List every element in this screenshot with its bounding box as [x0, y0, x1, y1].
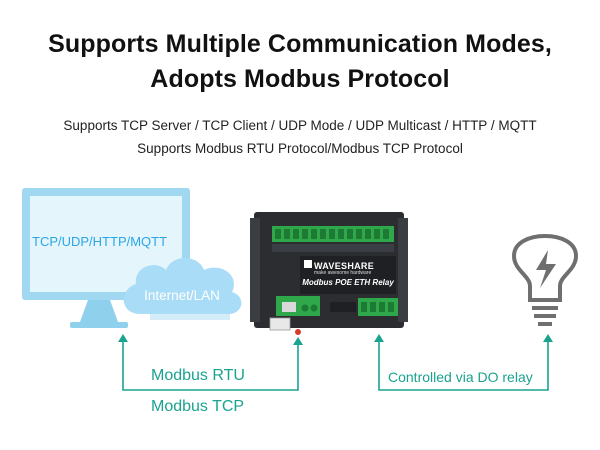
monitor-label: TCP/UDP/HTTP/MQTT [32, 234, 168, 249]
arrow-heads [118, 334, 553, 345]
cloud-icon [123, 258, 242, 320]
page-title-line1: Supports Multiple Communication Modes, [48, 30, 552, 58]
lightbulb-icon [511, 233, 579, 326]
subtitle-modes: Supports TCP Server / TCP Client / UDP M… [63, 118, 537, 133]
device-name: Modbus POE ETH Relay [302, 278, 394, 287]
subtitle-protocols: Supports Modbus RTU Protocol/Modbus TCP … [137, 141, 463, 156]
device-brand: WAVESHARE [314, 261, 375, 271]
relay-device-icon [250, 212, 408, 335]
cloud-label: Internet/LAN [144, 288, 220, 303]
connection-lines [122, 340, 549, 391]
protocol-rtu-label: Modbus RTU [151, 367, 245, 384]
protocol-tcp-label: Modbus TCP [151, 398, 245, 415]
relay-control-label: Controlled via DO relay [388, 369, 533, 385]
device-tagline: make awesome hardware [314, 270, 372, 276]
page-title-line2: Adopts Modbus Protocol [150, 65, 450, 93]
lightning-icon [536, 250, 556, 288]
